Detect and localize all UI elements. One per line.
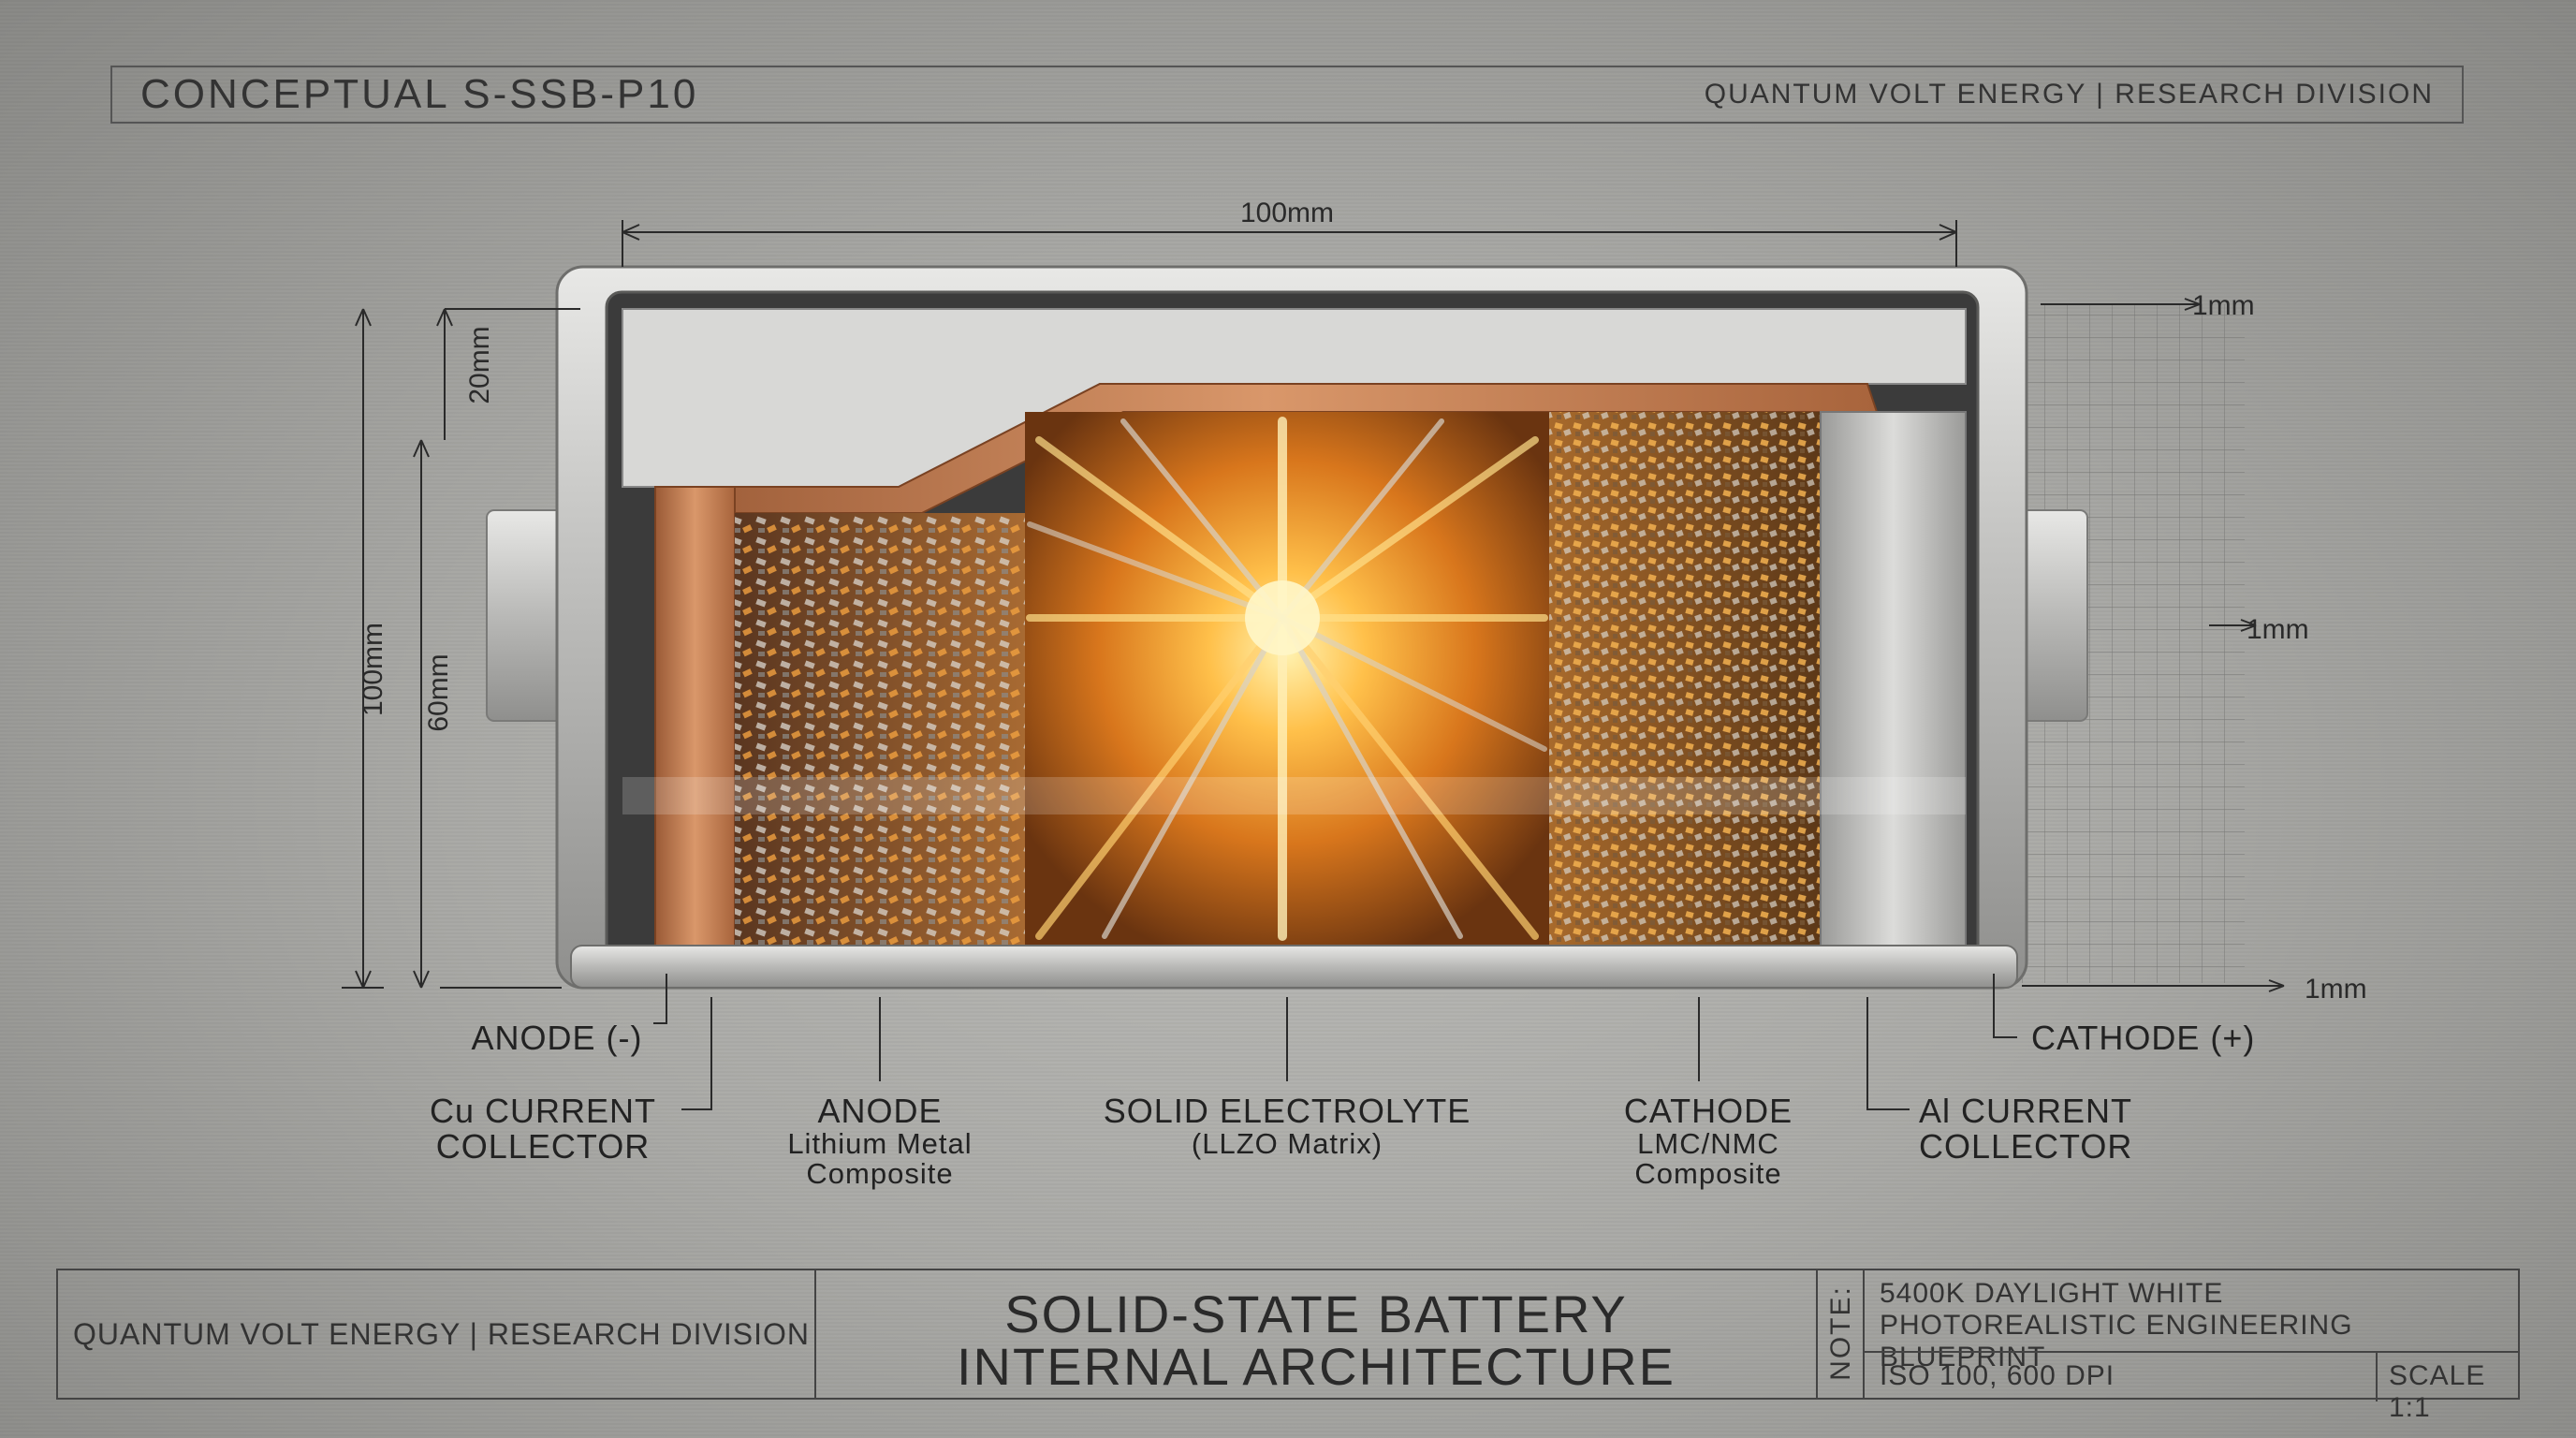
label-cathode-terminal: CATHODE (+): [2031, 1019, 2256, 1057]
grid-dim-mid: 1mm: [2247, 614, 2309, 645]
anode-grains: [735, 513, 1025, 946]
dim-width-label: 100mm: [1240, 198, 1334, 228]
label-solid-electrolyte: SOLID ELECTROLYTE (LLZO Matrix): [1103, 1092, 1471, 1160]
label-cathode: CATHODE LMC/NMC Composite: [1623, 1092, 1793, 1191]
note-label: NOTE:: [1825, 1285, 1856, 1381]
glass-reflection: [622, 777, 1966, 814]
title-block-info-cell: 5400K DAYLIGHT WHITE PHOTOREALISTIC ENGI…: [1865, 1270, 2520, 1423]
info-divider: [1865, 1351, 2520, 1353]
dimension-lines: [342, 220, 2285, 1110]
grid-dim-top: 1mm: [2192, 290, 2255, 321]
dim-height-upper-label: 20mm: [464, 326, 495, 404]
title-block: QUANTUM VOLT ENERGY | RESEARCH DIVISION …: [56, 1269, 2520, 1423]
info-lighting: 5400K DAYLIGHT WHITE: [1880, 1278, 2224, 1309]
title-block-company-cell: QUANTUM VOLT ENERGY | RESEARCH DIVISION: [58, 1270, 816, 1398]
dim-height-total-label: 100mm: [358, 623, 388, 716]
title-block-note-cell: NOTE:: [1818, 1270, 1865, 1398]
info-render-type: PHOTOREALISTIC ENGINEERING BLUEPRINT: [1880, 1310, 2353, 1372]
label-anode: ANODE Lithium Metal Composite: [787, 1092, 973, 1191]
electrolyte-crystal-rays: [1026, 417, 1548, 941]
electrolyte-core-glow: [1245, 580, 1320, 655]
info-iso: ISO 100, 600 DPI: [1880, 1360, 2115, 1391]
title-block-title-cell: SOLID-STATE BATTERY INTERNAL ARCHITECTUR…: [816, 1270, 1818, 1398]
casing-bottom-lip: [570, 945, 2018, 989]
drawing-title-line1: SOLID-STATE BATTERY: [1004, 1284, 1628, 1343]
label-anode-terminal: ANODE (-): [471, 1019, 643, 1057]
scale-divider: [2376, 1351, 2378, 1401]
header-company: QUANTUM VOLT ENERGY | RESEARCH DIVISION: [1704, 79, 2434, 110]
al-current-collector: [1820, 411, 1967, 946]
cu-current-collector: [654, 486, 736, 946]
info-scale: SCALE 1:1: [2389, 1360, 2486, 1423]
dim-height-lower-label: 60mm: [423, 653, 454, 731]
header-bar: CONCEPTUAL S-SSB-P10 QUANTUM VOLT ENERGY…: [110, 66, 2464, 124]
title-block-company: QUANTUM VOLT ENERGY | RESEARCH DIVISION: [73, 1317, 810, 1351]
label-cu-collector: Cu CURRENT COLLECTOR: [429, 1092, 656, 1166]
label-al-collector: Al CURRENT COLLECTOR: [1919, 1092, 2133, 1166]
cathode-grains: [1549, 412, 1821, 946]
drawing-title-line2: INTERNAL ARCHITECTURE: [956, 1337, 1676, 1396]
model-title: CONCEPTUAL S-SSB-P10: [140, 71, 699, 117]
grid-dim-bottom: 1mm: [2305, 974, 2367, 1005]
